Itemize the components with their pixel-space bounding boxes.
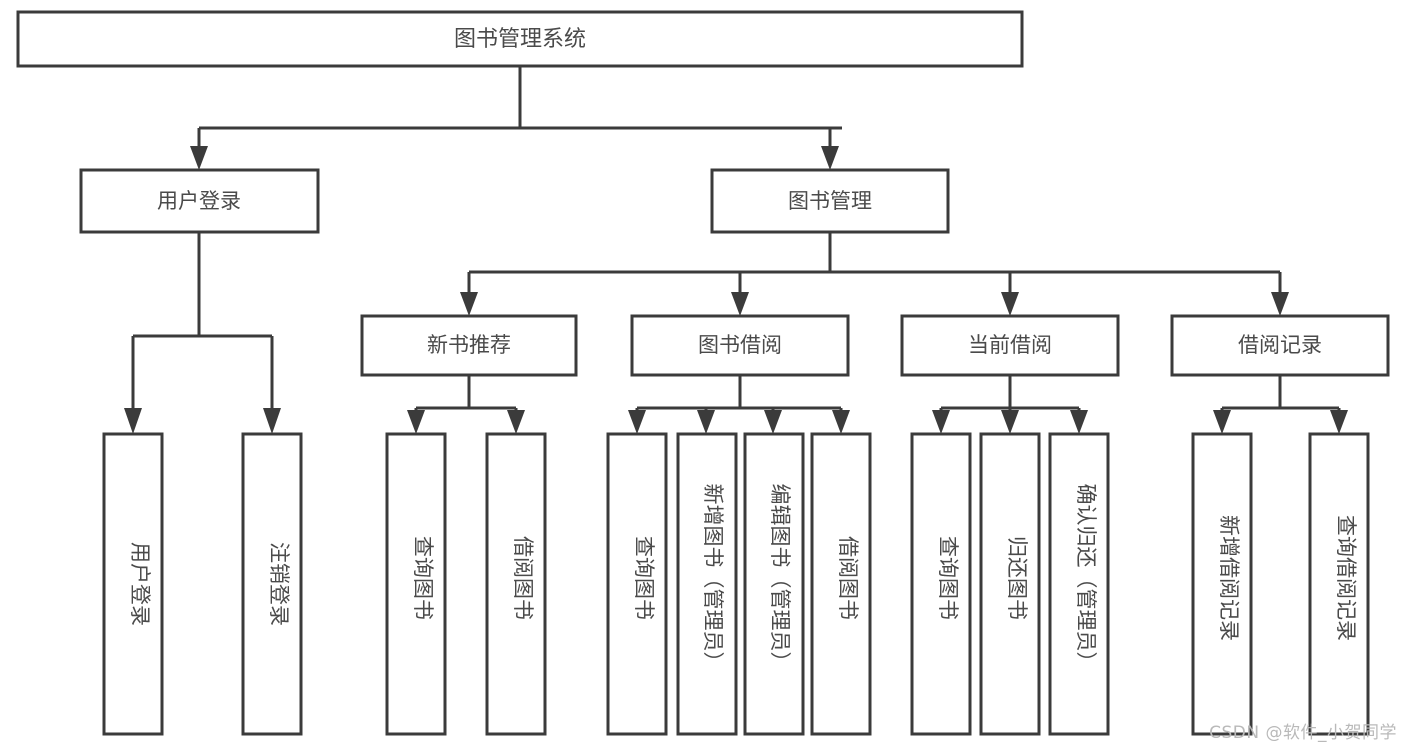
leaf-label: 归还图书 — [1005, 536, 1029, 620]
node-user-login[interactable]: 用户登录 — [79, 168, 320, 234]
leaf-borrow-record-add[interactable]: 新增借阅记录 — [1191, 432, 1253, 736]
node-box — [102, 432, 164, 736]
node-box — [743, 432, 805, 736]
arrow-head-icon — [932, 410, 950, 434]
node-box — [360, 314, 578, 377]
arrow-head-icon — [1213, 410, 1231, 434]
node-box — [241, 432, 303, 736]
node-box — [1308, 432, 1370, 736]
node-root-book-management-system[interactable]: 图书管理系统 — [16, 10, 1024, 68]
node-label: 新书推荐 — [427, 333, 511, 357]
leaf-current-borrow-confirm[interactable]: 确认归还（管理员） — [1048, 432, 1110, 736]
leaf-user-login-login[interactable]: 用户登录 — [102, 432, 164, 736]
leaf-label: 确认归还（管理员） — [1074, 484, 1098, 673]
leaf-label: 新增借阅记录 — [1217, 515, 1241, 641]
node-box — [1191, 432, 1253, 736]
arrow-head-icon — [832, 410, 850, 434]
node-box — [676, 432, 738, 736]
node-box — [630, 314, 850, 377]
node-box — [16, 10, 1024, 68]
leaf-label: 查询图书 — [936, 536, 960, 620]
arrow-head-icon — [697, 410, 715, 434]
arrow-head-icon — [407, 410, 425, 434]
connector-bookmgmt-to-level3 — [460, 232, 1289, 316]
node-box — [385, 432, 447, 736]
node-box — [900, 314, 1120, 377]
arrow-head-icon — [731, 292, 749, 316]
leaf-label: 查询图书 — [411, 536, 435, 620]
leaf-book-borrow-borrow[interactable]: 借阅图书 — [810, 432, 872, 736]
leaf-label: 编辑图书（管理员） — [768, 484, 792, 673]
leaf-borrow-record-query[interactable]: 查询借阅记录 — [1308, 432, 1370, 736]
node-label: 图书管理系统 — [454, 27, 586, 52]
node-book-management[interactable]: 图书管理 — [710, 168, 950, 234]
arrow-head-icon — [764, 410, 782, 434]
arrow-head-icon — [460, 292, 478, 316]
node-box — [710, 168, 950, 234]
leaf-label: 借阅图书 — [836, 536, 860, 620]
arrow-head-icon — [628, 410, 646, 434]
leaf-label: 用户登录 — [128, 542, 152, 626]
node-box — [79, 168, 320, 234]
node-box — [1048, 432, 1110, 736]
node-box — [810, 432, 872, 736]
node-label: 当前借阅 — [968, 333, 1052, 357]
node-box — [910, 432, 972, 736]
connector-newbook-to-leaves — [407, 375, 525, 434]
arrow-head-icon — [1271, 292, 1289, 316]
leaf-label: 查询图书 — [632, 536, 656, 620]
leaf-user-login-logout[interactable]: 注销登录 — [241, 432, 303, 736]
connector-root-to-level2 — [190, 66, 842, 170]
arrow-head-icon — [1330, 410, 1348, 434]
arrow-head-icon — [124, 408, 142, 434]
leaf-label: 注销登录 — [267, 542, 291, 626]
leaf-book-borrow-add[interactable]: 新增图书（管理员） — [676, 432, 738, 736]
node-label: 图书管理 — [788, 189, 872, 213]
node-label: 图书借阅 — [698, 333, 782, 357]
csdn-watermark: CSDN @软件_小贺同学 — [1209, 723, 1397, 743]
leaf-new-book-borrow[interactable]: 借阅图书 — [485, 432, 547, 736]
leaf-current-borrow-query[interactable]: 查询图书 — [910, 432, 972, 736]
arrow-head-icon — [1001, 410, 1019, 434]
leaf-book-borrow-edit[interactable]: 编辑图书（管理员） — [743, 432, 805, 736]
node-borrow-records[interactable]: 借阅记录 — [1170, 314, 1390, 377]
connector-borrowrecords-to-leaves — [1213, 375, 1348, 434]
node-label: 用户登录 — [157, 189, 241, 213]
arrow-head-icon — [821, 146, 839, 170]
leaf-current-borrow-return[interactable]: 归还图书 — [979, 432, 1041, 736]
node-box — [1170, 314, 1390, 377]
arrow-head-icon — [1001, 292, 1019, 316]
arrow-head-icon — [263, 408, 281, 434]
node-label: 借阅记录 — [1238, 333, 1322, 357]
node-box — [979, 432, 1041, 736]
arrow-head-icon — [190, 146, 208, 170]
node-box — [485, 432, 547, 736]
node-new-book-recommend[interactable]: 新书推荐 — [360, 314, 578, 377]
node-box — [606, 432, 668, 736]
leaf-label: 借阅图书 — [511, 536, 535, 620]
node-book-borrow[interactable]: 图书借阅 — [630, 314, 850, 377]
arrow-head-icon — [1070, 410, 1088, 434]
leaf-book-borrow-query[interactable]: 查询图书 — [606, 432, 668, 736]
connector-userlogin-to-leaves — [124, 232, 281, 434]
connector-bookborrow-to-leaves — [628, 375, 850, 434]
connector-currentborrow-to-leaves — [932, 375, 1088, 434]
leaf-label: 新增图书（管理员） — [701, 484, 725, 673]
leaf-label: 查询借阅记录 — [1334, 515, 1358, 641]
arrow-head-icon — [507, 410, 525, 434]
leaf-new-book-query[interactable]: 查询图书 — [385, 432, 447, 736]
node-current-borrow[interactable]: 当前借阅 — [900, 314, 1120, 377]
